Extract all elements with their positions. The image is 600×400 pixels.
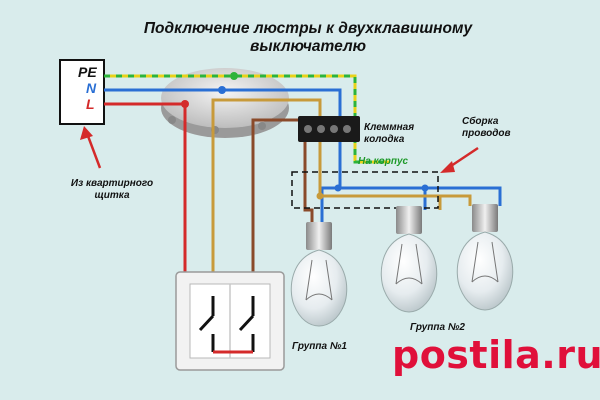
light-bulb-group2-b	[456, 204, 514, 311]
assembly-arrow	[440, 146, 479, 173]
light-bulb-group1	[290, 222, 348, 327]
l-label: L	[86, 96, 95, 112]
group1-label: Группа №1	[292, 341, 347, 352]
double-switch	[175, 271, 285, 371]
pe-label: PE	[78, 64, 97, 80]
neutral-wire	[104, 86, 502, 248]
junction-box	[161, 68, 289, 138]
watermark-text: postila.ru	[392, 333, 600, 377]
distribution-panel	[59, 59, 105, 125]
diagram-title: Подключение люстры к двухклавишному выкл…	[143, 20, 473, 55]
panel-arrow	[80, 126, 102, 169]
n-label: N	[86, 80, 97, 96]
terminal-block-label: Клеммная колодка	[364, 122, 415, 145]
wire-assembly-label: Сборка проводов	[462, 116, 511, 139]
terminal-block	[298, 116, 360, 142]
housing-label: На корпус	[358, 156, 409, 167]
panel-caption: Из квартирного щитка	[70, 178, 154, 201]
wire-assembly-box	[291, 171, 439, 209]
group2-label: Группа №2	[410, 322, 465, 333]
light-bulb-group2-a	[380, 206, 438, 313]
